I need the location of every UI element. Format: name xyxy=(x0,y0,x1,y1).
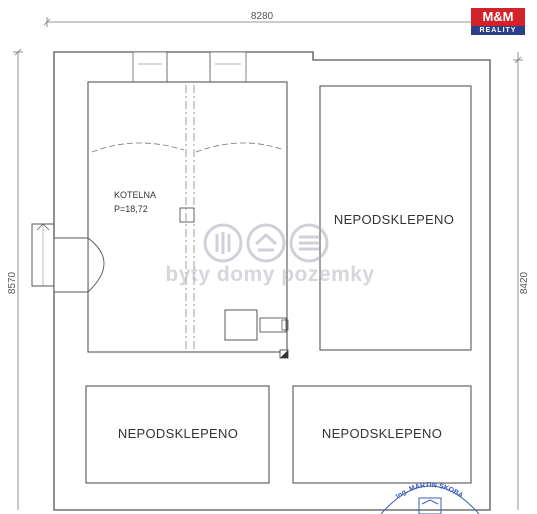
logo-bottom-text: REALITY xyxy=(471,26,525,35)
watermark-land-icon xyxy=(289,223,329,263)
bottom-right-room-label: NEPODSKLEPENO xyxy=(322,426,442,441)
boiler-room-name: KOTELNA xyxy=(114,190,156,200)
right-room-label: NEPODSKLEPENO xyxy=(334,212,454,227)
boiler-room-area: P=18,72 xyxy=(114,204,148,214)
bottom-left-unbasemented-outline xyxy=(85,385,270,484)
top-dimension-label: 8280 xyxy=(251,11,274,22)
boiler-unit xyxy=(224,309,289,341)
top-dimension: 8280 xyxy=(43,11,494,27)
right-dimension: 8420 xyxy=(513,52,530,510)
logo-top-text: M&M xyxy=(471,8,525,26)
company-logo: M&M REALITY xyxy=(471,8,525,36)
stamp-emblem-icon xyxy=(418,497,442,514)
top-windows xyxy=(132,51,247,83)
watermark-flat-icon xyxy=(203,223,243,263)
left-dimension: 8570 xyxy=(7,48,23,510)
boiler-room-outline xyxy=(87,81,288,353)
watermark-house-icon xyxy=(246,223,286,263)
bottom-right-unbasemented-outline xyxy=(292,385,472,484)
left-dimension-label: 8570 xyxy=(7,271,18,294)
watermark-text: byty domy pozemky xyxy=(165,263,375,286)
architect-stamp: Ing. MARTIN SKOBA xyxy=(375,470,485,514)
right-unbasemented-outline xyxy=(319,85,472,351)
vent-square xyxy=(179,207,195,223)
entrance-stairs xyxy=(31,223,105,293)
bottom-left-room-label: NEPODSKLEPENO xyxy=(118,426,238,441)
outer-wall xyxy=(53,51,491,511)
watermark-icons xyxy=(202,222,332,266)
right-dimension-label: 8420 xyxy=(519,271,530,294)
